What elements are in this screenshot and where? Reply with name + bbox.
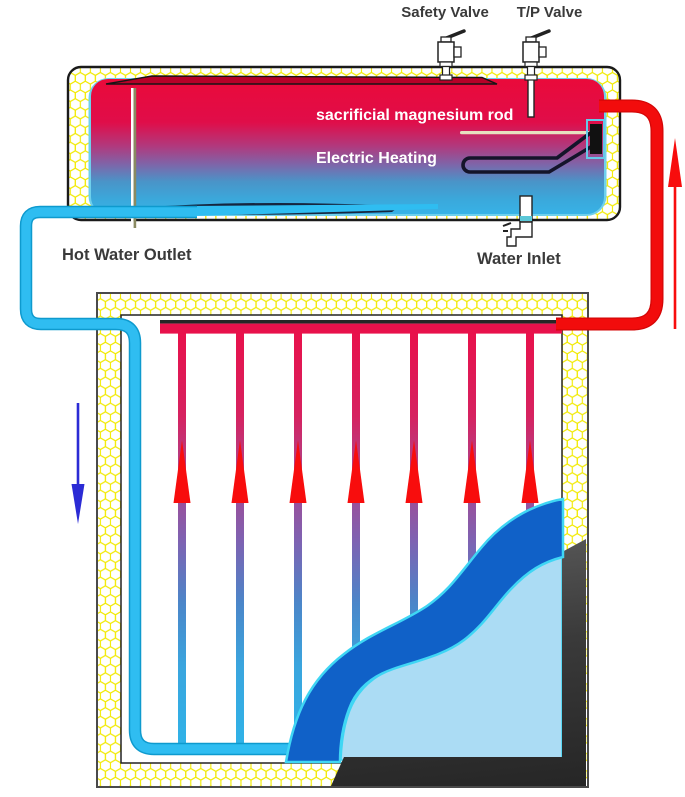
water-wave-layer bbox=[284, 497, 565, 764]
temperature-probe-rod bbox=[131, 88, 137, 228]
safety-valve-label: Safety Valve bbox=[401, 4, 489, 21]
electric-heating-element bbox=[461, 129, 595, 174]
up-arrow-icon bbox=[463, 440, 481, 503]
magnesium-rod-label: sacrificial magnesium rod bbox=[316, 107, 514, 124]
heater-flange-outline bbox=[586, 119, 605, 159]
tank-body bbox=[91, 79, 604, 214]
hot-flow-arrow bbox=[668, 138, 682, 329]
cold-flow-arrow bbox=[71, 403, 85, 524]
down-arrow-icon bbox=[71, 484, 85, 524]
up-arrow-icon bbox=[347, 440, 365, 503]
hot-water-pipe bbox=[556, 99, 664, 331]
hot-water-outlet-label: Hot Water Outlet bbox=[62, 246, 192, 264]
up-arrow-icon bbox=[405, 440, 423, 503]
heater-connector bbox=[590, 124, 602, 154]
header-manifold bbox=[160, 323, 562, 334]
electric-heating-label: Electric Heating bbox=[316, 150, 437, 167]
up-arrow-icon bbox=[289, 440, 307, 503]
tp-valve-label: T/P Valve bbox=[516, 4, 583, 21]
magnesium-rod bbox=[460, 131, 591, 135]
water-inlet-fitting bbox=[502, 195, 533, 247]
up-arrow-icon bbox=[173, 440, 191, 503]
up-arrow-icon bbox=[521, 440, 539, 503]
cold-water-pipe bbox=[19, 205, 291, 756]
outlet-pipe-inside-tank bbox=[190, 204, 438, 216]
up-arrow-icon bbox=[668, 138, 682, 187]
upflow-arrows bbox=[173, 440, 539, 503]
casing-cutaway bbox=[331, 539, 586, 786]
header-absorber-line bbox=[160, 320, 562, 324]
tank-top-cap bbox=[105, 75, 498, 85]
up-arrow-icon bbox=[231, 440, 249, 503]
riser-tubes bbox=[178, 333, 534, 749]
water-inlet-label: Water Inlet bbox=[477, 250, 561, 268]
